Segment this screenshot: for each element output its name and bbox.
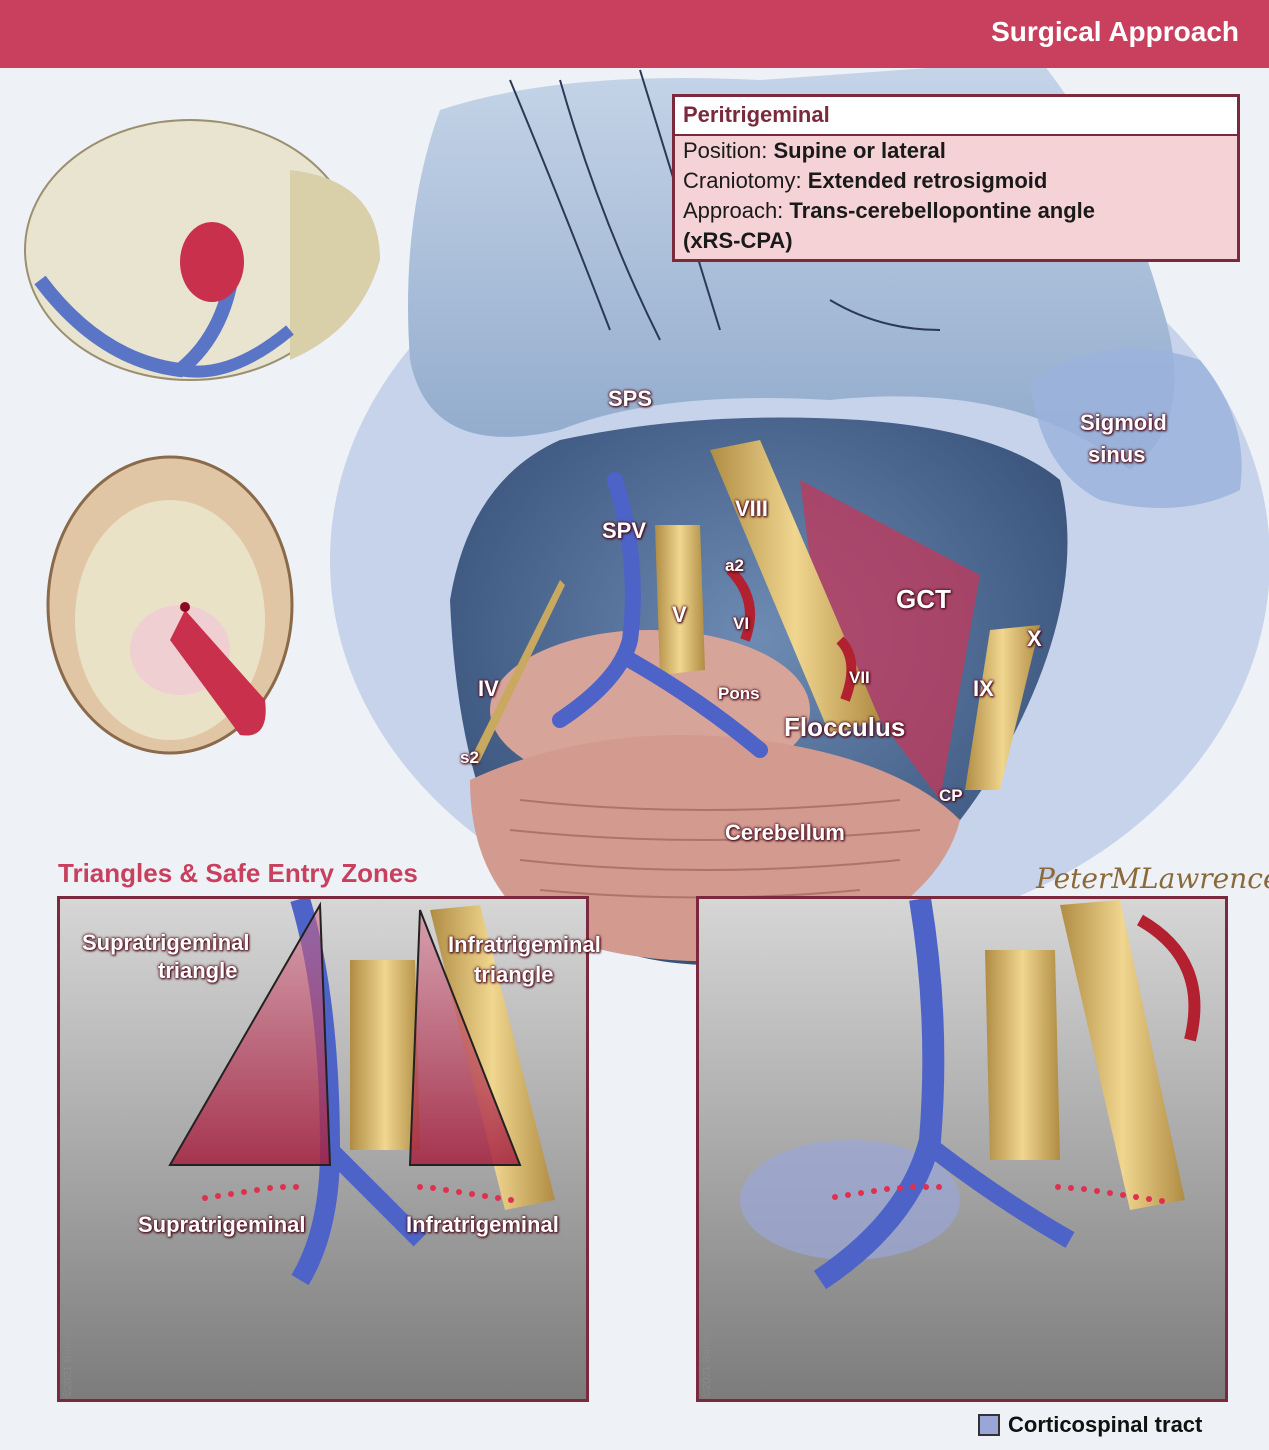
- label-flocculus: Flocculus: [784, 712, 906, 742]
- label-ix: IX: [973, 676, 994, 701]
- header-bar: Surgical Approach: [0, 0, 1269, 68]
- legend-swatch: [978, 1414, 1000, 1436]
- copyright-left: ©2021 Barrow: [62, 1327, 74, 1398]
- label-supra-triangle-2: triangle: [158, 958, 238, 983]
- approach-info-box: Peritrigeminal Position: Supine or later…: [672, 94, 1240, 262]
- left-panel-frame: [57, 896, 589, 1402]
- label-s2: s2: [460, 748, 479, 767]
- left-panel-graphics: [60, 896, 586, 1399]
- label-spv: SPV: [602, 518, 647, 543]
- label-supra-triangle-1: Supratrigeminal: [82, 930, 250, 955]
- label-iv: IV: [478, 676, 499, 701]
- label-pons: Pons: [718, 684, 760, 703]
- nerves-ix-x: [965, 625, 1040, 790]
- label-x: X: [1027, 626, 1042, 651]
- label-sps: SPS: [608, 386, 653, 411]
- label-a2: a2: [725, 556, 744, 575]
- info-approach: Approach: Trans-cerebellopontine angle: [683, 198, 1096, 223]
- label-vii: VII: [849, 668, 870, 687]
- legend-label: Corticospinal tract: [1008, 1412, 1203, 1437]
- label-gct: GCT: [896, 584, 951, 614]
- approach-trajectory: [170, 610, 266, 736]
- right-panel-graphics: [699, 897, 1225, 1399]
- gct-tumor: [800, 480, 980, 800]
- right-panel-frame: [696, 896, 1228, 1402]
- label-supra-zone: Supratrigeminal: [138, 1212, 306, 1237]
- surgical-illustration: [24, 68, 1269, 1399]
- label-infra-triangle-1: Infratrigeminal: [448, 932, 601, 957]
- nerve-iv: [470, 580, 565, 765]
- label-infra-zone: Infratrigeminal: [406, 1212, 559, 1237]
- superior-petrosal-vein: [552, 472, 768, 758]
- page-title: Surgical Approach: [991, 16, 1239, 47]
- label-cp: CP: [939, 786, 963, 805]
- supratrigeminal-triangle: [168, 901, 332, 1166]
- skull-lateral-view: [24, 119, 380, 381]
- copyright-right: ©2021 Barrow: [701, 1327, 713, 1398]
- label-cerebellum: Cerebellum: [725, 820, 845, 845]
- artery-a2: [726, 566, 755, 642]
- corticospinal-tract: [740, 1140, 960, 1260]
- artist-signature: PeterMLawrence: [1036, 862, 1269, 895]
- sigmoid-sinus: [1030, 348, 1242, 508]
- label-vi: VI: [733, 614, 750, 633]
- skull-base-view: [46, 455, 294, 755]
- label-sigmoid-sinus-2: sinus: [1088, 442, 1146, 467]
- info-craniotomy: Craniotomy: Extended retrosigmoid: [683, 168, 1048, 193]
- label-viii: VIII: [735, 496, 769, 521]
- nerve-v: [655, 525, 705, 675]
- info-box-title: Peritrigeminal: [675, 97, 1237, 136]
- info-approach-abbrev: (xRS-CPA): [683, 228, 793, 253]
- infratrigeminal-triangle: [408, 909, 522, 1166]
- label-infra-triangle-2: triangle: [474, 962, 554, 987]
- nerve-viii: [710, 440, 880, 735]
- label-sigmoid-sinus-1: Sigmoid: [1080, 410, 1167, 435]
- craniotomy-site: [180, 222, 244, 302]
- section-title: Triangles & Safe Entry Zones: [58, 858, 418, 888]
- info-position: Position: Supine or lateral: [683, 138, 946, 163]
- label-v: V: [672, 602, 687, 627]
